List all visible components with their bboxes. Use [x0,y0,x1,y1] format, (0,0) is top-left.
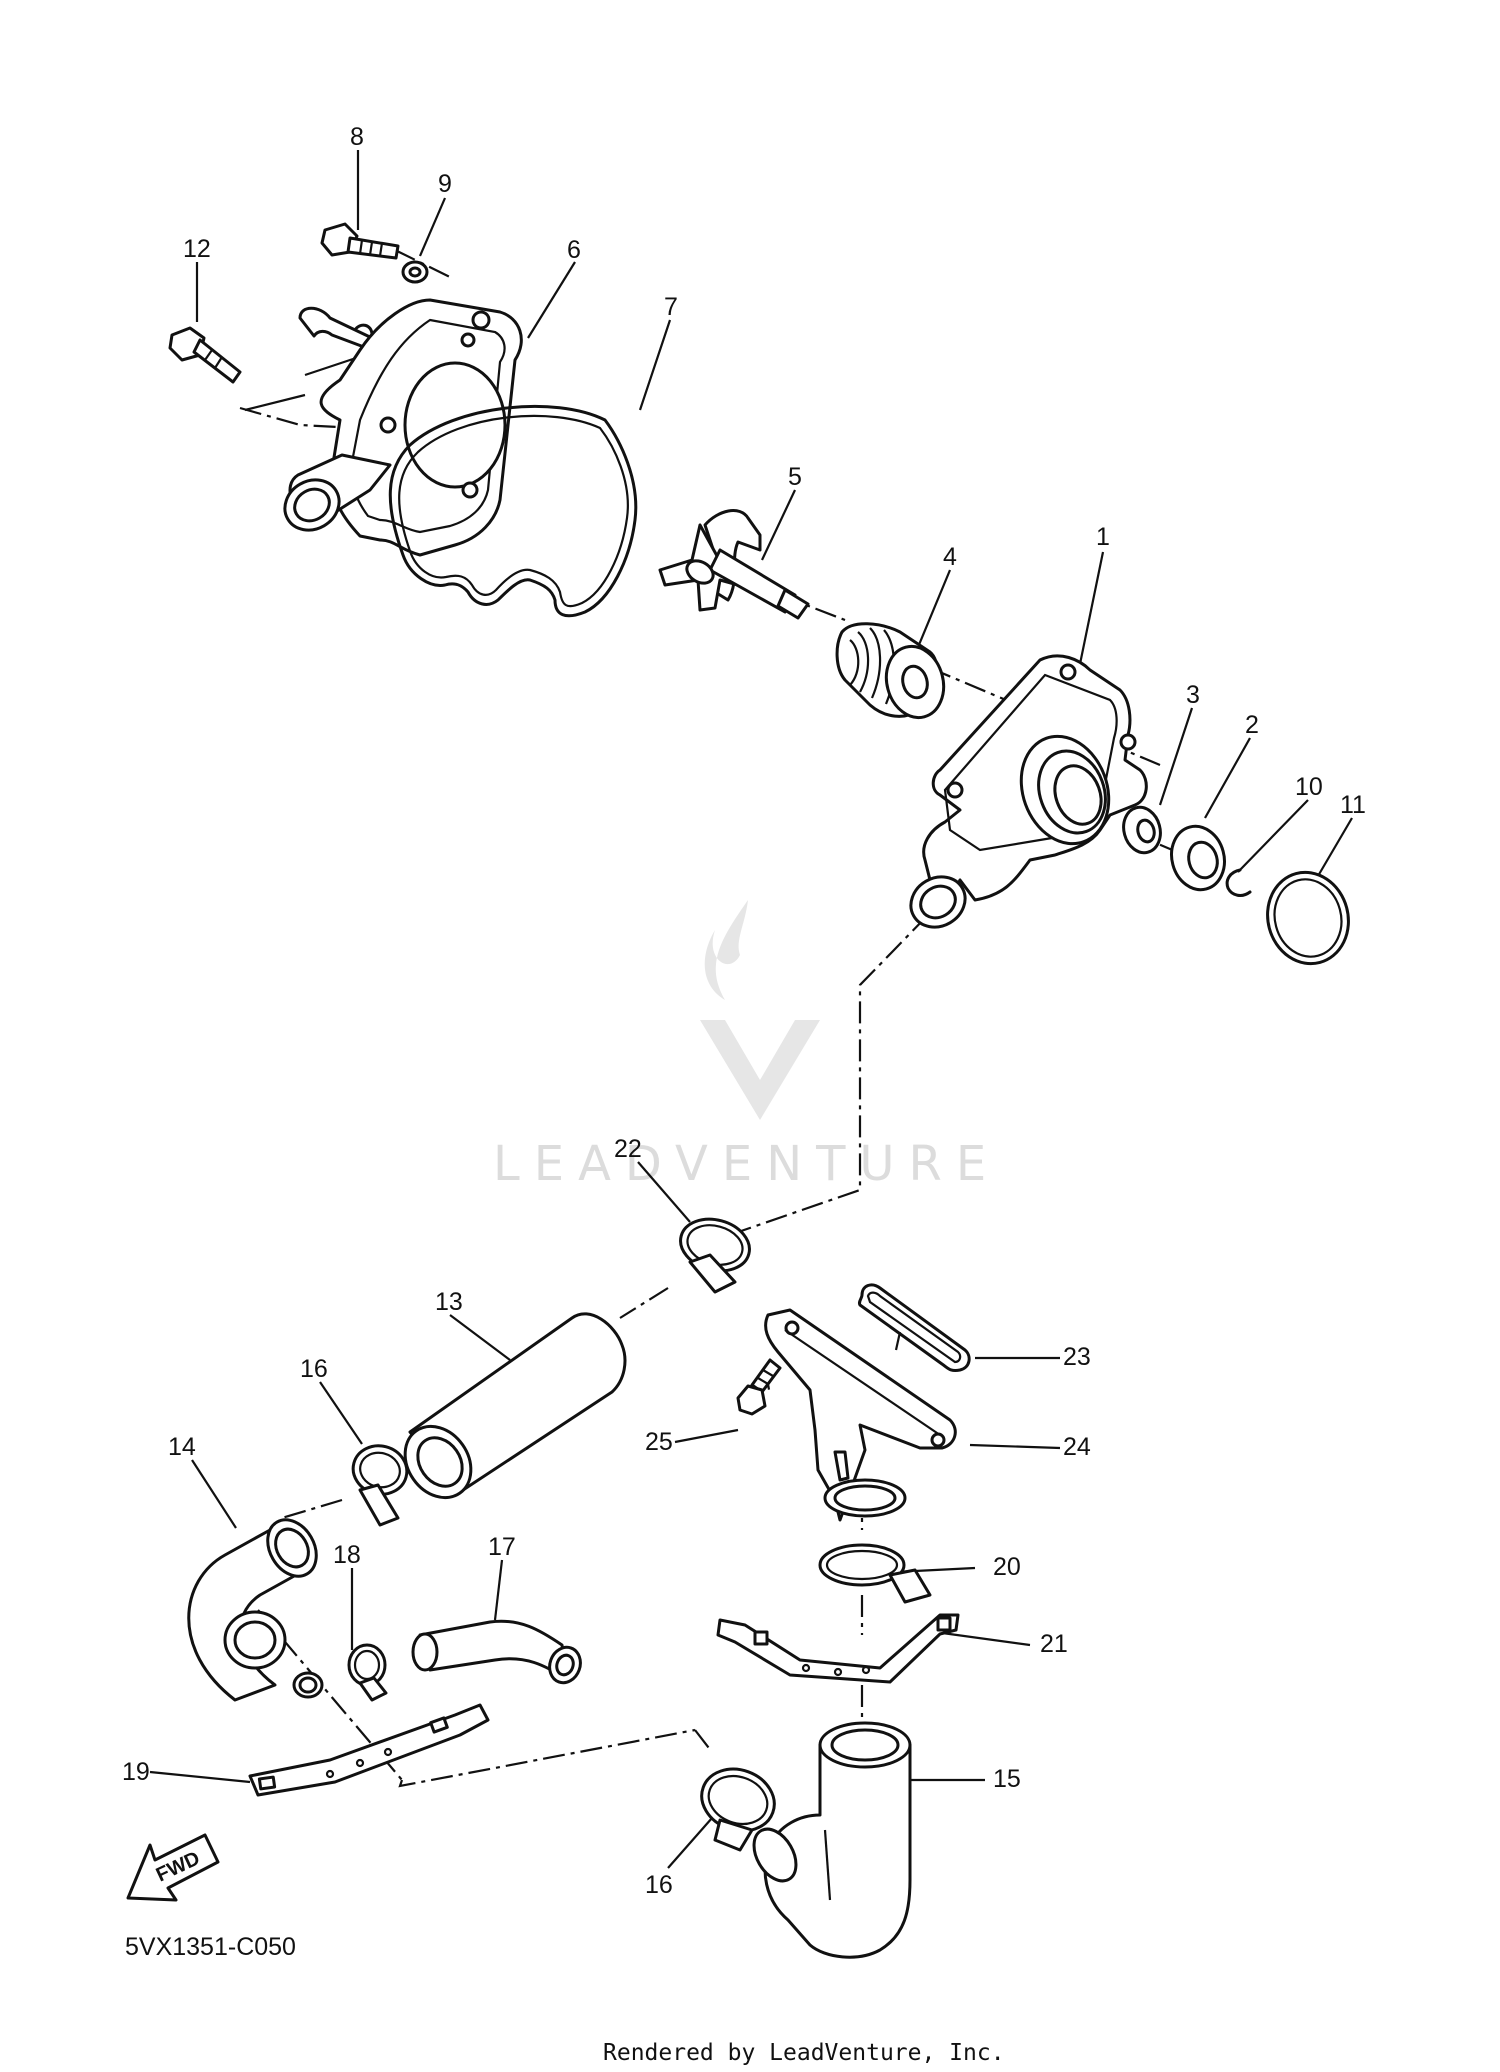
part-1-pump-housing[interactable] [902,654,1148,937]
part-21-bracket-strap[interactable] [716,1613,960,1684]
part-22-hose-clamp[interactable] [675,1212,756,1294]
part-14-outlet-stub[interactable] [292,1671,324,1699]
rendered-by-footer: Rendered by LeadVenture, Inc. [603,2040,1005,2066]
part-25-bolt[interactable] [736,1358,782,1416]
callout-23: 23 [1063,1343,1091,1371]
callout-18: 18 [333,1541,361,1569]
callout-1: 1 [1096,523,1110,551]
callout-20: 20 [993,1553,1021,1581]
callout-24: 24 [1063,1433,1091,1461]
part-12-bolt[interactable] [168,326,242,384]
part-11-o-ring[interactable] [1257,863,1358,973]
part-10-circlip[interactable] [1225,868,1252,897]
callout-16-upper: 16 [300,1355,328,1383]
leadventure-watermark: LEADVENTURE [493,900,1000,1192]
part-3-bearing[interactable] [1119,803,1166,857]
part-20-hose-clamp[interactable] [818,1543,932,1604]
callout-3: 3 [1186,681,1200,709]
part-4-mechanical-seal[interactable] [835,622,951,724]
fwd-arrow-icon: FWD [126,1833,220,1902]
callout-5: 5 [788,463,802,491]
callout-10: 10 [1295,773,1323,801]
callout-8: 8 [350,123,364,151]
part-13-hose[interactable] [392,1312,627,1510]
part-5-impeller[interactable] [658,509,810,620]
watermark-text: LEADVENTURE [493,1136,1000,1192]
part-19-bracket-strap[interactable] [248,1703,490,1797]
callout-9: 9 [438,170,452,198]
callout-6: 6 [567,236,581,264]
part-23-gasket[interactable] [857,1283,971,1372]
callout-7: 7 [664,293,678,321]
part-2-bearing[interactable] [1165,820,1232,895]
diagram-code: 5VX1351-C050 [125,1933,296,1961]
part-8-bolt[interactable] [320,222,400,260]
callout-25: 25 [645,1428,673,1456]
part-15-elbow-pipe[interactable] [745,1721,912,1959]
callout-21: 21 [1040,1630,1068,1658]
leader-lines [149,150,1353,1869]
callout-numbers: 1 2 3 4 5 6 7 8 9 10 11 12 13 14 15 16 1… [122,123,1366,1899]
part-16-hose-clamp-upper[interactable] [348,1440,413,1527]
part-17-small-hose[interactable] [411,1619,585,1687]
callout-19: 19 [122,1758,150,1786]
callout-14: 14 [168,1433,196,1461]
callout-11: 11 [1340,791,1366,819]
callout-4: 4 [943,543,957,571]
callout-17: 17 [488,1533,516,1561]
part-7-gasket[interactable] [388,404,638,618]
callout-15: 15 [993,1765,1021,1793]
callout-12: 12 [183,235,211,263]
part-14-elbow-hose[interactable] [187,1511,326,1702]
part-9-washer[interactable] [401,260,429,284]
callout-2: 2 [1245,711,1259,739]
part-16-hose-clamp-lower[interactable] [693,1759,783,1852]
part-24-thermostat-housing[interactable] [764,1308,957,1522]
callout-16-lower: 16 [645,1871,673,1899]
callout-13: 13 [435,1288,463,1316]
part-18-small-clamp[interactable] [347,1643,388,1702]
part-6-pump-cover[interactable] [276,298,523,557]
callout-22: 22 [614,1135,642,1163]
